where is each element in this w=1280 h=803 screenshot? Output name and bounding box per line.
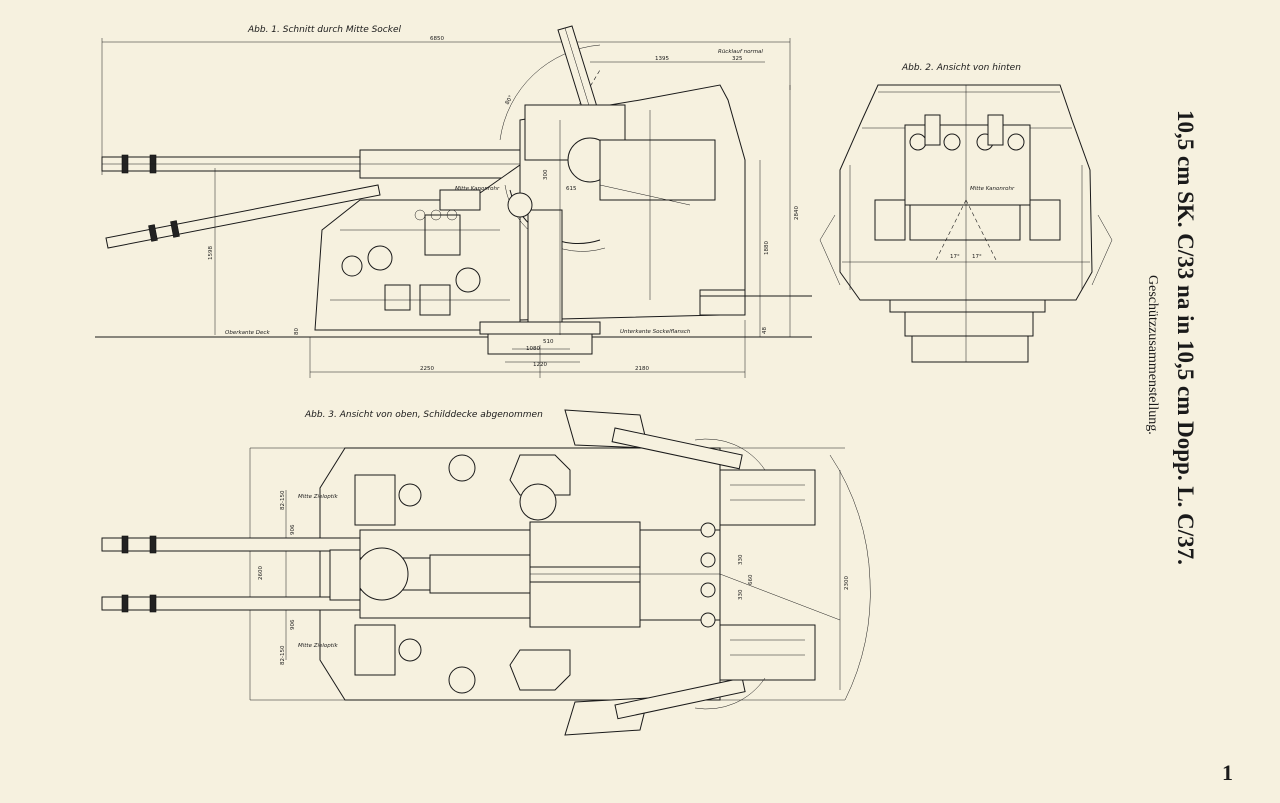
- dim-2840: 2840: [794, 206, 800, 220]
- page-title: 10,5 cm SK. C/33 na in 10,5 cm Dopp. L. …: [1173, 110, 1198, 565]
- dim-82-150-bottom: 82-150: [280, 645, 286, 665]
- dim-1220: 1220: [533, 362, 547, 368]
- label-ruecklauf-normal: Rücklauf normal: [718, 49, 763, 55]
- dim-906-bottom: 906: [290, 619, 296, 630]
- dim-300: 300: [543, 169, 549, 180]
- dim-1880: 1880: [764, 241, 770, 255]
- label-mitte-kanonenrohr-fig2: Mitte Kanonrohr: [970, 186, 1015, 192]
- dim-615: 615: [566, 186, 577, 192]
- figure-1-caption: Abb. 1. Schnitt durch Mitte Sockel: [247, 25, 402, 35]
- figure-2-caption: Abb. 2. Ansicht von hinten: [901, 63, 1021, 73]
- label-mitte-zieloptik-bottom: Mitte Zieloptik: [298, 643, 338, 649]
- dim-1598: 1598: [208, 246, 214, 260]
- label-unterkante-sockelflansch: Unterkante Sockelflansch: [620, 329, 691, 335]
- dim-2180: 2180: [635, 366, 649, 372]
- page-number: 1: [1222, 760, 1233, 785]
- label-mitte-zieloptik-top: Mitte Zieloptik: [298, 494, 338, 500]
- title-block: 10,5 cm SK. C/33 na in 10,5 cm Dopp. L. …: [1172, 110, 1212, 670]
- barrel-depressed: [105, 184, 381, 249]
- barrel-horizontal: [101, 149, 523, 179]
- dim-1395: 1395: [655, 56, 669, 62]
- barrel-top-view-upper: [101, 521, 641, 568]
- dim-overall-length: 6850: [430, 36, 444, 42]
- dim-2600: 2600: [258, 566, 264, 580]
- dim-2250: 2250: [420, 366, 434, 372]
- dim-330-bottom: 330: [738, 589, 744, 600]
- dim-elevation-angle: 80°: [505, 94, 515, 106]
- label-mitte-kanonenrohr-fig1: Mitte Kanonrohr: [455, 186, 500, 192]
- dim-82-150-top: 82-150: [280, 490, 286, 510]
- figure-2-rear-view: Abb. 2. Ansicht von hinten Mitte Kanonro…: [819, 63, 1113, 363]
- angle-left: 17°: [950, 254, 960, 260]
- figure-3-caption: Abb. 3. Ansicht von oben, Schilddecke ab…: [304, 410, 543, 420]
- dim-330-top: 330: [738, 554, 744, 565]
- dim-2300: 2300: [844, 576, 850, 590]
- dim-48: 48: [762, 327, 768, 334]
- dim-660: 660: [748, 574, 754, 585]
- dim-906-top: 906: [290, 524, 296, 535]
- page-subtitle: Geschützzusammenstellung.: [1145, 275, 1160, 435]
- angle-right: 17°: [972, 254, 982, 260]
- mount-body: [314, 84, 812, 355]
- barrel-elevated: [557, 25, 599, 115]
- barrel-top-view-lower: [101, 581, 641, 628]
- dim-1080: 1080: [526, 346, 540, 352]
- label-oberkante-deck: Oberkante Deck: [225, 330, 270, 336]
- figure-3-top-view: Abb. 3. Ansicht von oben, Schilddecke ab…: [101, 409, 871, 736]
- dim-80: 80: [294, 328, 300, 335]
- dim-325: 325: [732, 56, 743, 62]
- figure-1-side-section: Abb. 1. Schnitt durch Mitte Sockel 6850 …: [95, 25, 812, 378]
- dim-510: 510: [543, 339, 554, 345]
